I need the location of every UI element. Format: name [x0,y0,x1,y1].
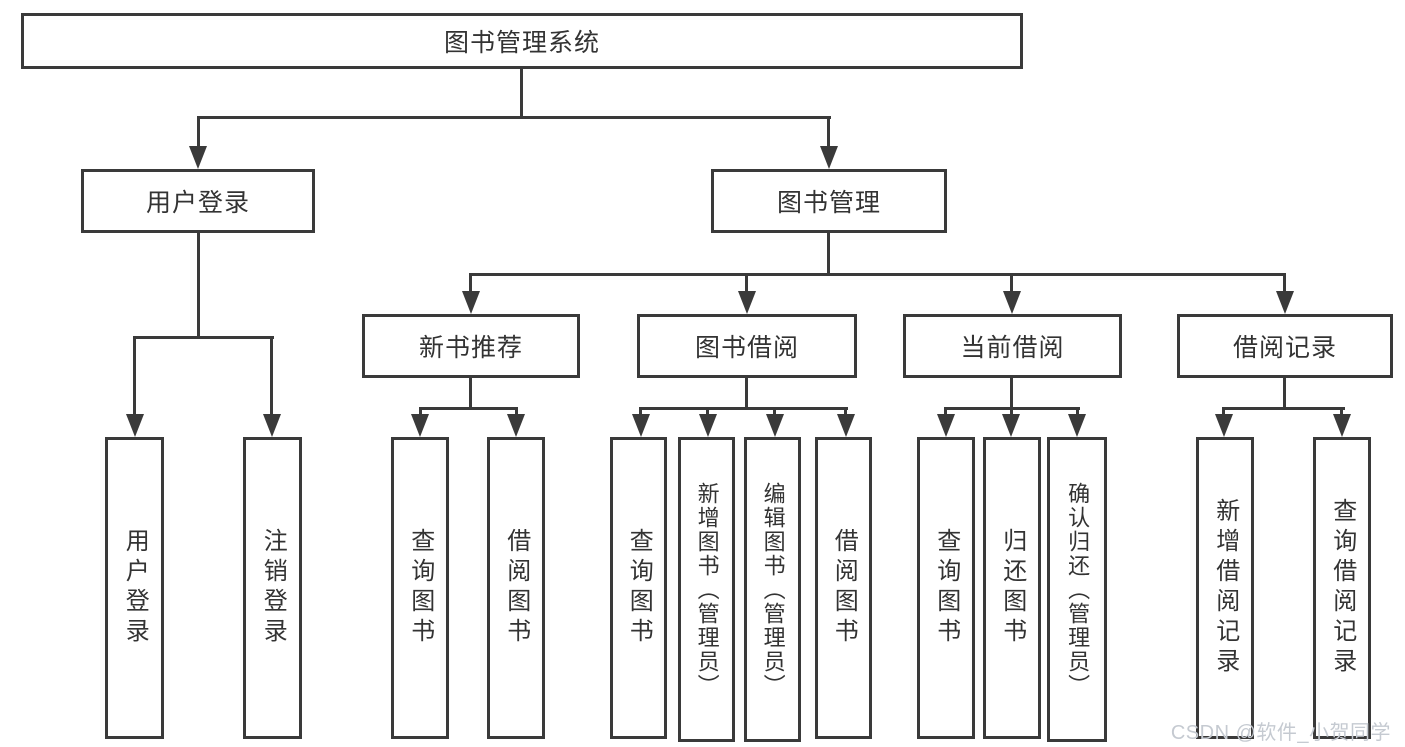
leaf-query-book: 查询图书 [610,437,667,739]
node-current-borrowing: 当前借阅 [903,314,1122,378]
node-label: 用户登录 [145,189,250,217]
arrow-down-icon [126,414,144,437]
edge-line [827,116,830,151]
arrow-down-icon [937,414,955,437]
leaf-label: 注销登录 [259,528,287,648]
leaf-borrow-book: 借阅图书 [815,437,872,739]
edge-line [1222,407,1225,419]
node-book-management: 图书管理 [711,169,947,233]
edge-line [1283,378,1286,410]
edge-line [197,116,200,151]
edge-line [706,407,709,419]
arrow-down-icon [1276,291,1294,314]
edge-line [1283,273,1286,294]
edge-line [515,407,518,419]
edge-line [419,407,518,410]
leaf-label: 确认归还（管理员） [1065,481,1091,698]
edge-line [944,407,947,419]
edge-line [1340,407,1343,419]
edge-line [1010,273,1013,294]
edge-line [745,378,748,410]
edge-line [1010,378,1013,410]
leaf-label: 查询图书 [932,528,960,648]
edge-line [469,273,472,294]
edge-line [1010,407,1013,419]
watermark: CSDN @软件_小贺同学 [1170,722,1391,744]
edge-line [520,69,523,119]
arrow-down-icon [189,146,207,169]
edge-line [419,407,422,419]
edge-line [827,233,830,276]
leaf-label: 借阅图书 [830,528,858,648]
edge-line [133,336,274,339]
node-label: 新书推荐 [418,334,523,362]
leaf-return-book: 归还图书 [983,437,1041,739]
arrow-down-icon [820,146,838,169]
edge-line [639,407,848,410]
leaf-borrow-book: 借阅图书 [487,437,545,739]
arrow-down-icon [1333,414,1351,437]
leaf-label: 编辑图书（管理员） [760,481,786,698]
arrow-down-icon [632,414,650,437]
node-borrowing-records: 借阅记录 [1177,314,1393,378]
leaf-user-login: 用户登录 [105,437,164,739]
leaf-label: 查询图书 [406,528,434,648]
node-library-management-system: 图书管理系统 [21,13,1023,69]
arrow-down-icon [1068,414,1086,437]
leaf-label: 新增借阅记录 [1211,498,1239,678]
leaf-query-borrow-record: 查询借阅记录 [1313,437,1371,739]
edge-line [773,407,776,419]
leaf-edit-book-admin: 编辑图书（管理员） [744,437,801,742]
arrow-down-icon [462,291,480,314]
edge-line [844,407,847,419]
node-new-book-recommendation: 新书推荐 [362,314,580,378]
node-label: 图书管理 [776,189,881,217]
edge-line [197,233,200,339]
edge-line [469,273,1286,276]
leaf-label: 借阅图书 [502,528,530,648]
arrow-down-icon [1002,414,1020,437]
leaf-add-borrow-record: 新增借阅记录 [1196,437,1254,739]
node-label: 图书管理系统 [443,29,600,57]
arrow-down-icon [837,414,855,437]
arrow-down-icon [766,414,784,437]
leaf-confirm-return-admin: 确认归还（管理员） [1047,437,1107,742]
leaf-query-book: 查询图书 [917,437,975,739]
arrow-down-icon [1003,291,1021,314]
leaf-query-book: 查询图书 [391,437,449,739]
arrow-down-icon [738,291,756,314]
edge-line [197,116,831,119]
arrow-down-icon [1215,414,1233,437]
leaf-label: 归还图书 [998,528,1026,648]
node-user-login: 用户登录 [81,169,315,233]
leaf-label: 查询图书 [625,528,653,648]
edge-line [270,336,273,420]
arrow-down-icon [699,414,717,437]
edge-line [1076,407,1079,419]
leaf-logout-login: 注销登录 [243,437,302,739]
node-label: 借阅记录 [1232,334,1337,362]
edge-line [133,336,136,420]
leaf-label: 用户登录 [121,528,149,648]
edge-line [1222,407,1345,410]
node-label: 当前借阅 [960,334,1065,362]
node-label: 图书借阅 [694,334,799,362]
leaf-label: 查询借阅记录 [1328,498,1356,678]
leaf-add-book-admin: 新增图书（管理员） [678,437,735,742]
arrow-down-icon [411,414,429,437]
edge-line [469,378,472,410]
edge-line [639,407,642,419]
arrow-down-icon [263,414,281,437]
arrow-down-icon [507,414,525,437]
edge-line [745,273,748,294]
leaf-label: 新增图书（管理员） [694,481,720,698]
node-book-borrowing: 图书借阅 [637,314,857,378]
